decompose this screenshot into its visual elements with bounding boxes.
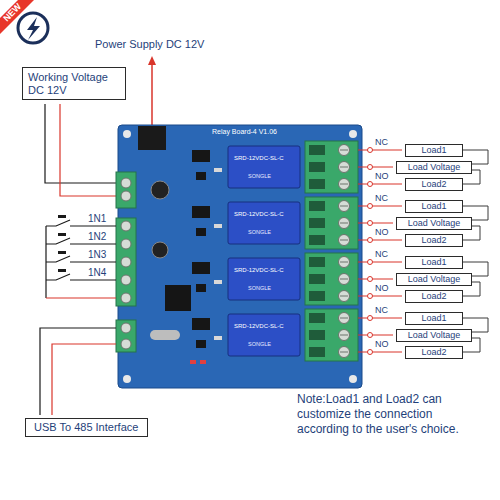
leader-line — [40, 328, 116, 415]
load-box: Load2 — [405, 290, 463, 303]
relay-model: SRD-12VDC-SL-C — [234, 155, 284, 162]
screw — [121, 323, 131, 333]
capacitor — [151, 181, 169, 199]
box-text: Load2 — [421, 347, 446, 357]
leader-line — [45, 104, 116, 183]
box-text: USB To 485 Interface — [34, 421, 138, 433]
box-text: Load1 — [421, 257, 446, 267]
leader-line — [60, 104, 116, 196]
box-text: Load2 — [421, 235, 446, 245]
load-box: Load1 — [405, 200, 463, 213]
load-box: Load1 — [405, 312, 463, 325]
relay-brand: SONGLE — [248, 341, 271, 347]
switch-cap — [58, 251, 66, 254]
switch-cap — [58, 233, 66, 236]
box-text: Load2 — [421, 291, 446, 301]
arrow-head — [148, 56, 156, 65]
pin-label: NO — [375, 228, 389, 238]
box-text: Load Voltage — [408, 162, 461, 172]
brand-logo — [18, 13, 48, 43]
relay-channel — [192, 309, 402, 361]
load-box: Load Voltage — [396, 329, 472, 342]
box-text: Load Voltage — [408, 274, 461, 284]
screw — [121, 339, 131, 349]
common-wire — [46, 297, 116, 298]
relay-model: SRD-12VDC-SL-C — [234, 267, 284, 274]
pin-label: NC — [375, 138, 388, 148]
capacitor — [152, 242, 168, 258]
screw — [121, 293, 131, 303]
switch-cap — [58, 215, 66, 218]
pin-label: NO — [375, 172, 389, 182]
load-box: Load Voltage — [396, 273, 472, 286]
load-box: Load2 — [405, 346, 463, 359]
input-label: 1N4 — [88, 267, 106, 278]
box-text: Load1 — [421, 313, 446, 323]
pin-label: NC — [375, 250, 388, 260]
pin-label: NO — [375, 340, 389, 350]
pin-label: NC — [375, 306, 388, 316]
box-text: Load2 — [421, 179, 446, 189]
load-box: Load1 — [405, 144, 463, 157]
screw — [121, 275, 131, 285]
screw — [121, 239, 131, 249]
relay-model: SRD-12VDC-SL-C — [234, 323, 284, 330]
led — [190, 360, 196, 364]
box-text: Load1 — [421, 201, 446, 211]
box-text: Load Voltage — [408, 330, 461, 340]
crystal — [150, 330, 180, 340]
switch-cap — [58, 269, 66, 272]
relay-channel — [192, 141, 402, 193]
mount-hole — [123, 375, 131, 383]
relay-brand: SONGLE — [248, 173, 271, 179]
load-box: Load Voltage — [396, 217, 472, 230]
input-label: 1N1 — [88, 213, 106, 224]
note-text: Note:Load1 and Load2 can customize the c… — [297, 392, 482, 437]
pin-label: NC — [375, 194, 388, 204]
relay-model: SRD-12VDC-SL-C — [234, 211, 284, 218]
box-text: Working Voltage DC 12V — [28, 71, 120, 96]
relay-channel — [192, 253, 402, 305]
box-text: Load1 — [421, 145, 446, 155]
input-terminal — [116, 218, 136, 306]
screw — [121, 178, 131, 188]
leader-line — [52, 344, 116, 415]
dc-jack — [138, 126, 166, 150]
board-name: Relay Board-4 V1.06 — [212, 128, 277, 136]
input-label: 1N2 — [88, 231, 106, 242]
screw — [121, 221, 131, 231]
input-label: 1N3 — [88, 249, 106, 260]
load-box: Load2 — [405, 178, 463, 191]
mount-hole — [123, 130, 131, 138]
relay-brand: SONGLE — [248, 229, 271, 235]
power-terminal — [116, 172, 136, 208]
logo-bolt — [27, 17, 40, 40]
relay-channel — [192, 197, 402, 249]
load-box: Load1 — [405, 256, 463, 269]
rs485-terminal — [116, 320, 136, 352]
interface-box: USB To 485 Interface — [25, 418, 148, 437]
load-box: Load Voltage — [396, 161, 472, 174]
screw — [121, 191, 131, 201]
led — [200, 360, 206, 364]
microcontroller — [165, 285, 191, 311]
pin-label: NO — [375, 284, 389, 294]
power-arrow — [151, 64, 153, 127]
screw — [121, 257, 131, 267]
relay-brand: SONGLE — [248, 285, 271, 291]
mount-hole — [349, 375, 357, 383]
power-label: Power Supply DC 12V — [95, 38, 204, 50]
box-text: Load Voltage — [408, 218, 461, 228]
voltage-box: Working Voltage DC 12V — [22, 67, 126, 100]
mount-hole — [349, 130, 357, 138]
load-box: Load2 — [405, 234, 463, 247]
